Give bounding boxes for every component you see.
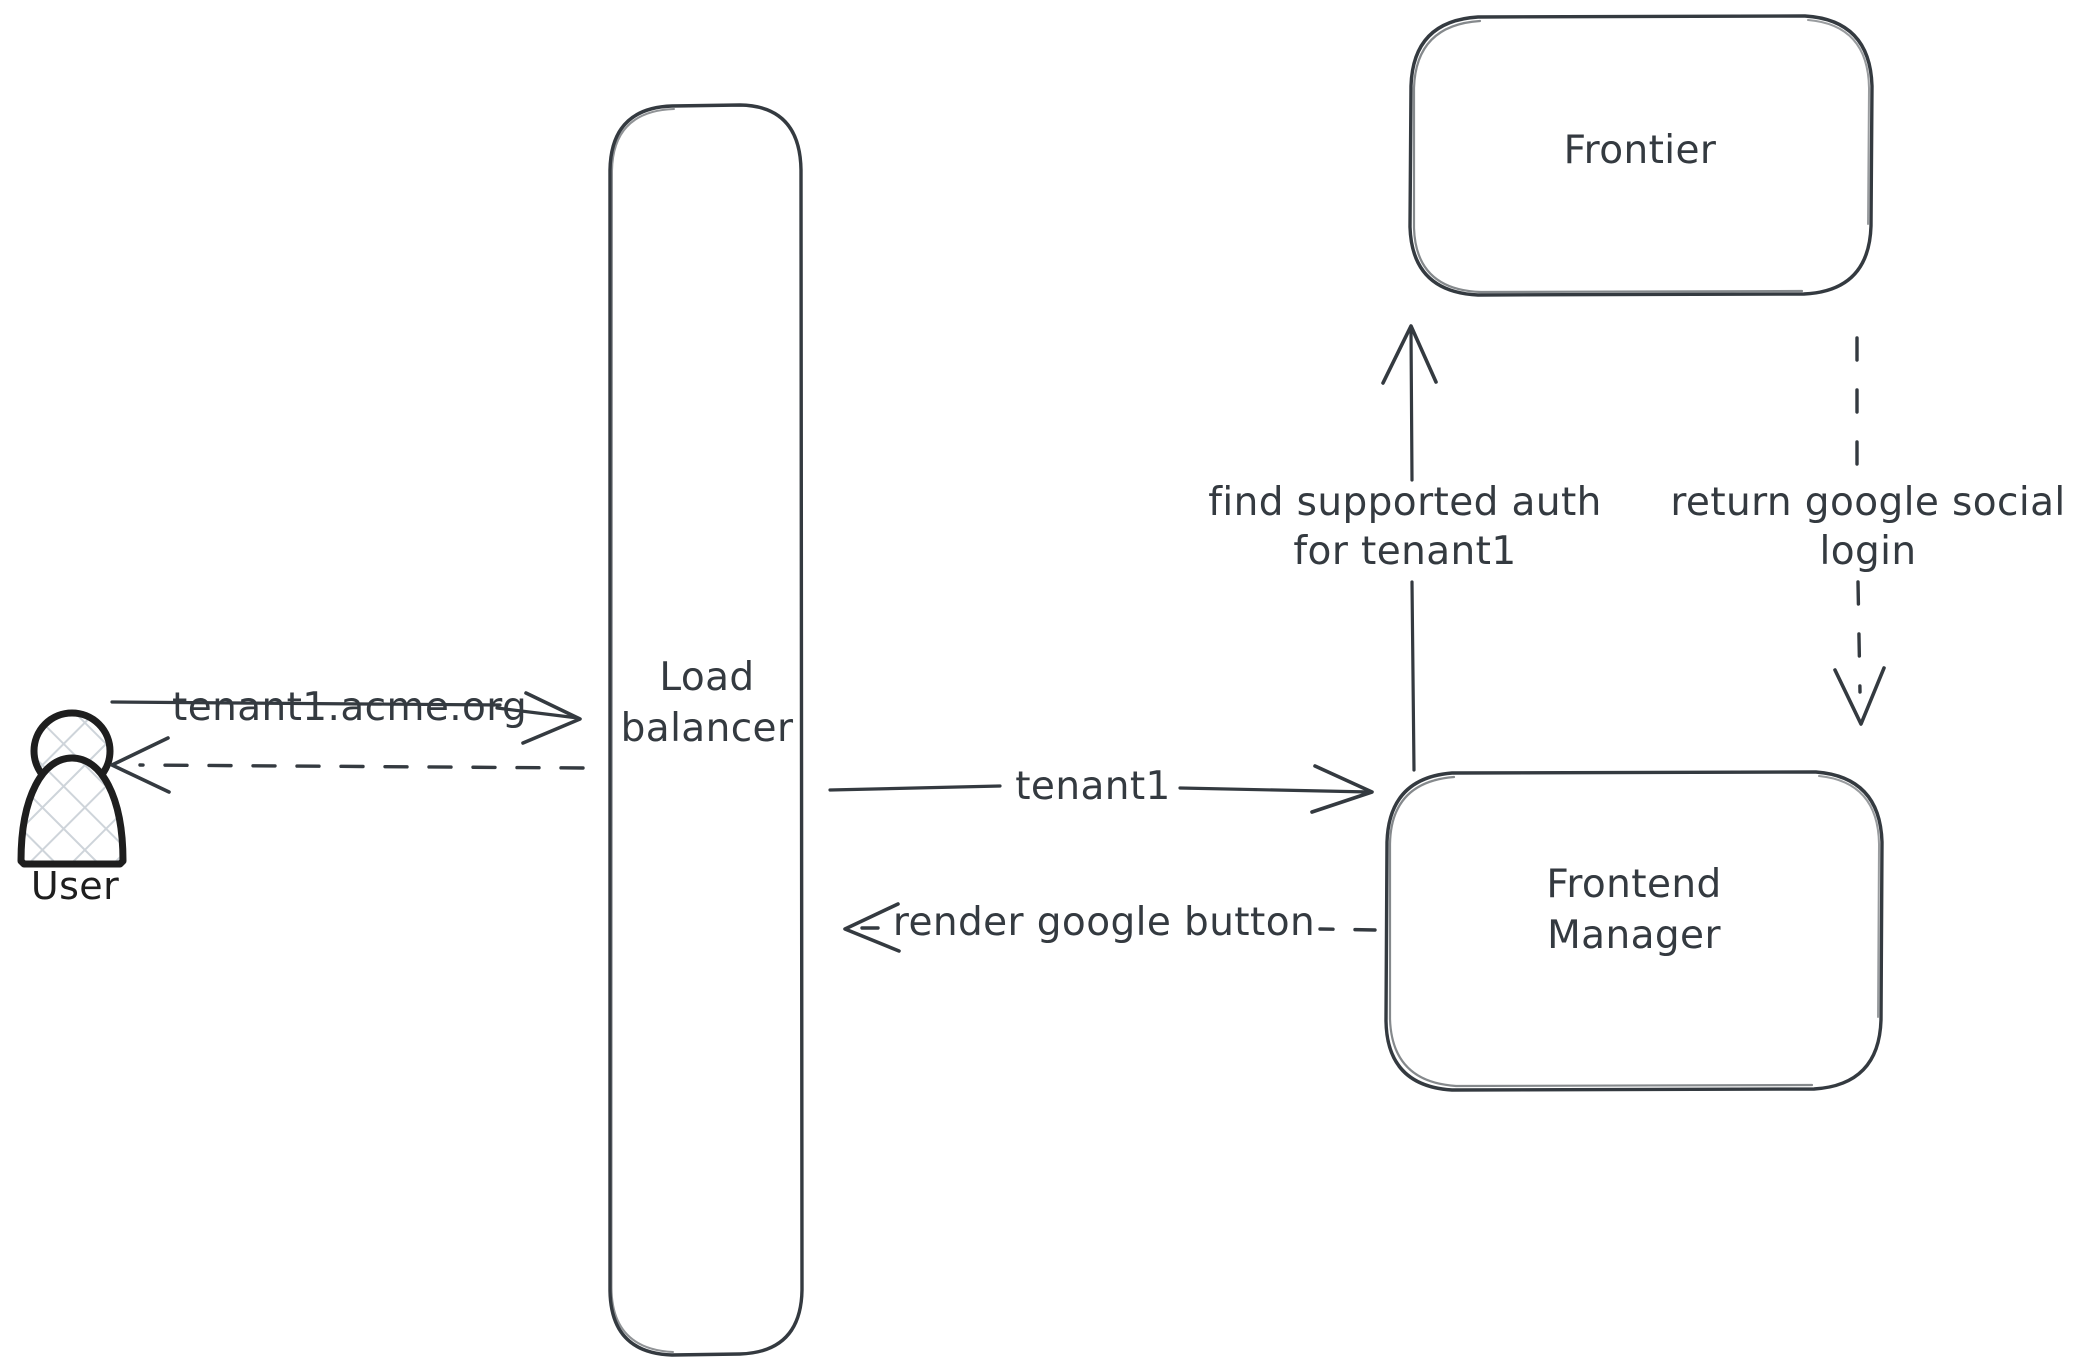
- edge-frontendmanager-to-loadbalancer[interactable]: [843, 902, 1377, 953]
- user-actor-icon[interactable]: [17, 709, 127, 868]
- edge-frontendmanager-to-frontier[interactable]: [1381, 324, 1438, 772]
- node-loadbalancer-shape[interactable]: [608, 103, 804, 1357]
- node-frontier-shape[interactable]: [1408, 14, 1874, 297]
- node-frontendmanager-shape[interactable]: [1384, 770, 1884, 1092]
- edge-loadbalancer-to-user[interactable]: [110, 736, 585, 794]
- edge-frontier-to-frontendmanager[interactable]: [1833, 336, 1886, 726]
- edge-user-to-loadbalancer[interactable]: [110, 691, 582, 745]
- node-label-user: User: [30, 864, 120, 908]
- edge-loadbalancer-to-frontendmanager[interactable]: [828, 764, 1374, 814]
